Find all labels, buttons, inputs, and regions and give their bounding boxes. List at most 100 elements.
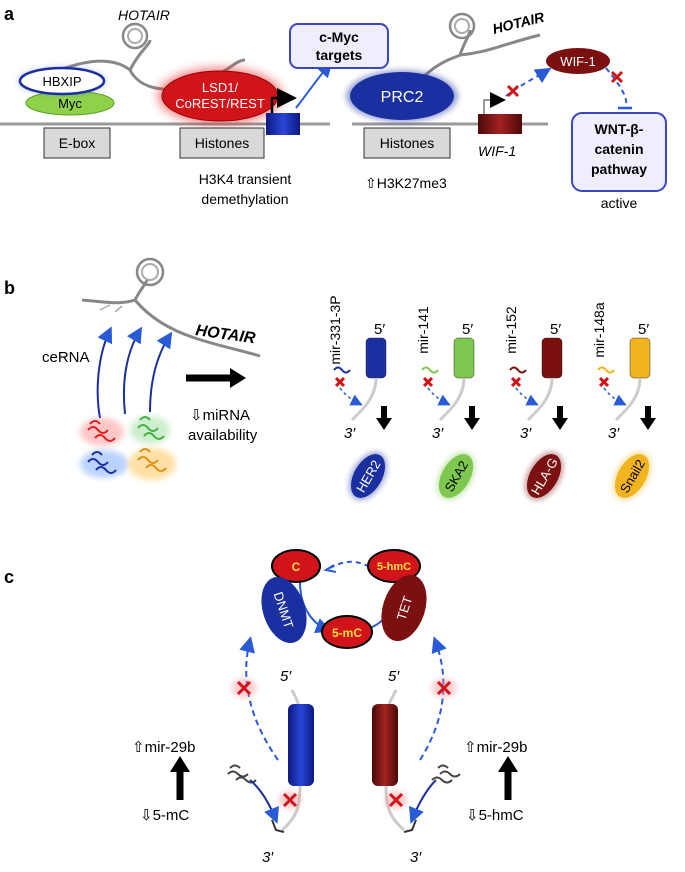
three-prime-label: 3′ xyxy=(344,425,356,442)
down-arrow-head xyxy=(552,418,568,430)
mc-node xyxy=(321,615,373,649)
three-prime-right: 3′ xyxy=(410,849,422,866)
hairpin-cylinder xyxy=(541,337,563,379)
three-prime-label: 3′ xyxy=(432,425,444,442)
wnt-label-1: WNT-β- xyxy=(595,121,644,137)
inhibition-x xyxy=(510,376,522,388)
five-prime-left: 5′ xyxy=(280,668,292,685)
hairpin-right xyxy=(372,689,405,832)
hairpin-tail xyxy=(350,377,378,422)
hairpin-cylinder xyxy=(453,337,475,379)
wif1-protein-label: WIF-1 xyxy=(560,54,595,69)
three-prime-label: 3′ xyxy=(520,425,532,442)
mirna-label-1: ⇩miRNA xyxy=(190,407,250,424)
target-oval xyxy=(350,454,386,498)
inhibition-x xyxy=(422,376,434,388)
dnmt-oval xyxy=(261,577,307,643)
down-arrow-head xyxy=(376,418,392,430)
mirna-small-left xyxy=(227,764,285,833)
binding-arrow xyxy=(427,387,451,406)
inhibition-x-dnmt xyxy=(232,678,256,698)
ebox-box xyxy=(43,127,111,159)
inhibition-x xyxy=(598,376,610,388)
hmc-node-label: 5-hmC xyxy=(377,561,411,573)
binding-arrow xyxy=(603,387,627,406)
active-label: active xyxy=(601,195,638,211)
up-arrow-left-head xyxy=(170,756,190,772)
hotair-label-b: HOTAIR xyxy=(194,322,256,347)
hbxip-oval xyxy=(18,66,106,96)
wnt-label-2: catenin xyxy=(594,141,643,157)
down-arrow-head xyxy=(640,418,656,430)
mir29b-to-tet-arrow xyxy=(419,636,447,761)
cmyc-label-1: c-Myc xyxy=(319,29,359,45)
cmyc-gene-cylinder xyxy=(266,113,300,135)
cmyc-targets-box xyxy=(289,23,389,69)
histones-label-right: Histones xyxy=(380,135,434,151)
activation-arrow-cmyc xyxy=(295,61,333,109)
hmc-node xyxy=(367,549,421,583)
mirna-name: mir-152 xyxy=(503,306,519,354)
cerna-arrow-2 xyxy=(122,326,143,415)
hairpin-tail xyxy=(614,377,642,422)
inhibition-x-hairpin-right xyxy=(385,791,407,809)
lsd1-label-2: CoREST/REST xyxy=(175,96,265,111)
binding-arrow xyxy=(515,387,539,406)
c-node-label: C xyxy=(292,560,301,574)
down-arrow-head xyxy=(464,418,480,430)
five-prime-label: 5′ xyxy=(550,321,561,338)
mirna-name: mir-141 xyxy=(415,306,431,354)
inhibition-x xyxy=(334,376,346,388)
wnt-label-3: pathway xyxy=(591,161,647,177)
myc-label: Myc xyxy=(58,96,82,111)
three-prime-left: 3′ xyxy=(262,849,274,866)
wif1-gene-cylinder xyxy=(478,114,522,134)
inhibition-x-wnt xyxy=(610,70,624,84)
panel-c: c C 5-hmC 5-mC DNMT TET xyxy=(4,549,527,866)
panel-b-letter: b xyxy=(4,278,15,298)
tet-oval xyxy=(381,575,427,641)
target-oval xyxy=(438,454,474,498)
hairpin-tail xyxy=(526,377,554,422)
inhibition-x-tet xyxy=(432,678,456,698)
target-oval xyxy=(614,454,650,498)
panel-a: a HOTAIR Myc HBXIP E-box LSD1/ CoREST/RE… xyxy=(0,4,667,211)
wnt-box xyxy=(571,112,667,192)
mirna-name: mir-331-3P xyxy=(327,295,343,364)
panel-c-letter: c xyxy=(4,567,14,587)
panel-b: b HOTAIR ceRNA ⇩miRNA availability xyxy=(4,257,656,500)
hairpin-left xyxy=(281,689,314,832)
ebox-label: E-box xyxy=(59,135,96,151)
mirna-name: mir-148a xyxy=(591,302,607,357)
histones-box-right xyxy=(363,127,451,159)
mirna-pool xyxy=(80,416,176,480)
panel-a-letter: a xyxy=(4,4,15,24)
cerna-arrow-3 xyxy=(149,331,173,413)
hairpin-tail xyxy=(438,377,466,422)
prc2-label: PRC2 xyxy=(381,89,424,106)
mirna-squiggle xyxy=(509,366,527,374)
cycle-arrow-head-top xyxy=(323,564,337,573)
hotair-label-right: HOTAIR xyxy=(491,8,547,36)
wif1-inhibit-line xyxy=(605,67,628,109)
mirna-squiggle xyxy=(421,366,439,374)
mir29b-label-right: ⇧mir-29b xyxy=(464,739,527,756)
cmyc-label-2: targets xyxy=(316,47,363,63)
mc-node-label: 5-mC xyxy=(332,626,362,640)
five-prime-right: 5′ xyxy=(388,668,400,685)
promoter-arrow-right xyxy=(483,92,506,114)
binding-arrow xyxy=(339,387,363,406)
cerna-arrow-1 xyxy=(96,326,113,419)
cerna-label: ceRNA xyxy=(42,349,90,366)
five-prime-label: 5′ xyxy=(374,321,385,338)
prc2-oval xyxy=(350,72,454,120)
hairpin-cylinder xyxy=(629,337,651,379)
wif1-protein-oval xyxy=(546,48,610,74)
h3k4-label-1: H3K4 transient xyxy=(199,171,292,187)
hbxip-label: HBXIP xyxy=(42,74,81,89)
